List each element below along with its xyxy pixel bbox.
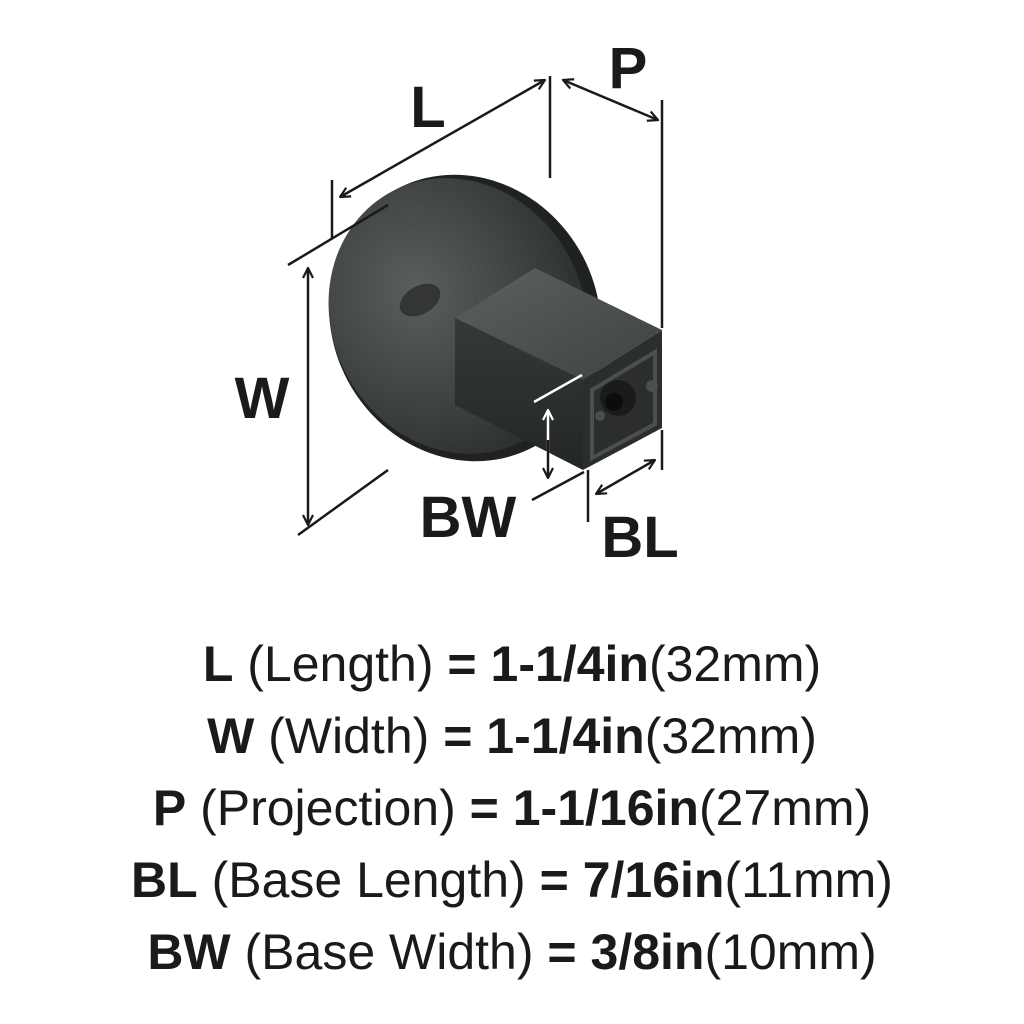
spec-name: (Length) bbox=[247, 636, 434, 692]
spec-imperial: 3/8in bbox=[590, 924, 705, 980]
knob-dimension-diagram: L P W BW BL bbox=[235, 36, 679, 570]
spec-abbr: W bbox=[207, 708, 255, 764]
spec-metric: (11mm) bbox=[724, 852, 893, 908]
label-l: L bbox=[410, 75, 445, 140]
spec-metric: (32mm) bbox=[648, 636, 822, 692]
spec-metric: (10mm) bbox=[704, 924, 877, 980]
spec-row-length: L (Length) = 1-1/4in(32mm) bbox=[0, 628, 1024, 700]
spec-imperial: 1-1/4in bbox=[490, 636, 649, 692]
spec-name: (Base Length) bbox=[211, 852, 526, 908]
dimension-base-length: BL bbox=[586, 430, 679, 570]
spec-row-base-width: BW (Base Width) = 3/8in(10mm) bbox=[0, 916, 1024, 988]
spec-name: (Base Width) bbox=[244, 924, 534, 980]
label-bw: BW bbox=[420, 485, 517, 550]
spec-equals: = bbox=[447, 636, 477, 692]
dimension-length: L bbox=[330, 75, 552, 238]
knob-post bbox=[455, 268, 662, 470]
spec-metric: (27mm) bbox=[698, 780, 872, 836]
spec-equals: = bbox=[539, 852, 569, 908]
spec-row-projection: P (Projection) = 1-1/16in(27mm) bbox=[0, 772, 1024, 844]
spec-imperial: 1-1/16in bbox=[512, 780, 699, 836]
spec-equals: = bbox=[547, 924, 577, 980]
label-bl: BL bbox=[601, 505, 678, 570]
spec-equals: = bbox=[469, 780, 499, 836]
spec-abbr: BL bbox=[131, 852, 198, 908]
spec-row-base-length: BL (Base Length) = 7/16in(11mm) bbox=[0, 844, 1024, 916]
spec-abbr: P bbox=[152, 780, 187, 836]
spec-imperial: 7/16in bbox=[582, 852, 725, 908]
spec-row-width: W (Width) = 1-1/4in(32mm) bbox=[0, 700, 1024, 772]
spec-name: (Width) bbox=[268, 708, 430, 764]
dimension-base-width: BW bbox=[420, 373, 585, 550]
spec-name: (Projection) bbox=[200, 780, 456, 836]
spec-abbr: BW bbox=[147, 924, 231, 980]
dimension-width: W bbox=[235, 203, 389, 537]
spec-imperial: 1-1/4in bbox=[486, 708, 645, 764]
dimension-projection: P bbox=[563, 36, 664, 328]
label-p: P bbox=[609, 36, 648, 101]
spec-equals: = bbox=[443, 708, 473, 764]
spec-metric: (32mm) bbox=[644, 708, 817, 764]
label-w: W bbox=[235, 366, 290, 431]
dimension-specs-list: L (Length) = 1-1/4in(32mm) W (Width) = 1… bbox=[0, 628, 1024, 988]
spec-abbr: L bbox=[202, 636, 234, 692]
